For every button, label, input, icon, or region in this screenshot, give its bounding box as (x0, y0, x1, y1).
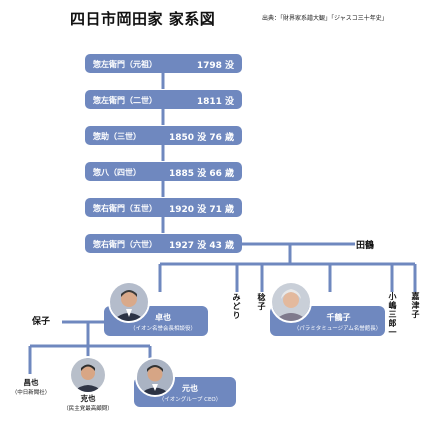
generation-box-1: 惣左衛門（元祖） 1798 没 (85, 54, 242, 73)
spouse-tazu: 田鶴 (356, 241, 375, 251)
child-kojima: 小嶋三郎一 (388, 292, 397, 337)
portrait-icon (137, 359, 173, 395)
generation-box-4: 惣八（四世） 1885 没 66 歳 (85, 162, 242, 181)
generation-box-2: 惣左衛門（二世） 1811 没 (85, 90, 242, 109)
motoya-name: 元也 (182, 384, 198, 393)
generation-box-5: 惣右衛門（五世） 1920 没 71 歳 (85, 198, 242, 217)
spouse-yasuko: 保子 (32, 317, 51, 327)
generation-name: 惣右衛門（五世） (93, 204, 157, 213)
generation-years: 1927 没 43 歳 (169, 241, 234, 251)
motoya-title: （イオングループ CEO） (158, 397, 222, 403)
takuya-box: 卓也 （イオン名誉会長相談役） (104, 306, 208, 336)
portrait-icon (71, 358, 105, 392)
child-midori: みどり (232, 293, 241, 320)
child-toshiko: 稔子 (257, 293, 266, 311)
masaya-name: 昌也 (23, 378, 39, 387)
generation-box-6: 惣右衛門（六世） 1927 没 43 歳 (85, 234, 242, 253)
takuya-title: （イオン名誉会長相談役） (129, 326, 196, 332)
portrait-icon (110, 283, 148, 321)
generation-years: 1885 没 66 歳 (169, 169, 234, 179)
masaya-title: （中日新聞社） (11, 390, 51, 396)
generation-name: 惣右衛門（六世） (93, 240, 157, 249)
chizuko-name: 千鶴子 (326, 313, 351, 322)
generation-name: 惣左衛門（元祖） (93, 60, 157, 69)
child-kaoruko: 嘉津子 (411, 292, 420, 319)
chizuko-photo (270, 281, 312, 323)
page-title: 四日市岡田家 家系図 (70, 10, 216, 28)
generation-box-3: 惣助（三世） 1850 没 76 歳 (85, 126, 242, 145)
katsuya-title: （民主党最高顧問） (63, 406, 113, 412)
generation-years: 1811 没 (196, 97, 234, 107)
katsuya-photo (69, 356, 107, 394)
generation-years: 1850 没 76 歳 (169, 133, 234, 143)
katsuya-name: 克也 (80, 394, 96, 403)
portrait-icon (272, 283, 310, 321)
grandchild-katsuya: 克也 （民主党最高顧問） (58, 393, 118, 412)
generation-name: 惣八（四世） (93, 168, 141, 177)
generation-years: 1798 没 (196, 61, 234, 71)
motoya-photo (135, 357, 175, 397)
source-note: 出典：「財界家系譜大観」「ジャスコ三十年史」 (262, 15, 388, 22)
takuya-photo (108, 281, 150, 323)
grandchild-masaya: 昌也 （中日新聞社） (4, 377, 58, 396)
generation-name: 惣助（三世） (93, 132, 141, 141)
generation-name: 惣左衛門（二世） (93, 96, 157, 105)
chizuko-title: （パラミタミュージアム名誉館長） (293, 326, 382, 332)
takuya-name: 卓也 (155, 313, 171, 322)
generation-years: 1920 没 71 歳 (169, 205, 234, 215)
